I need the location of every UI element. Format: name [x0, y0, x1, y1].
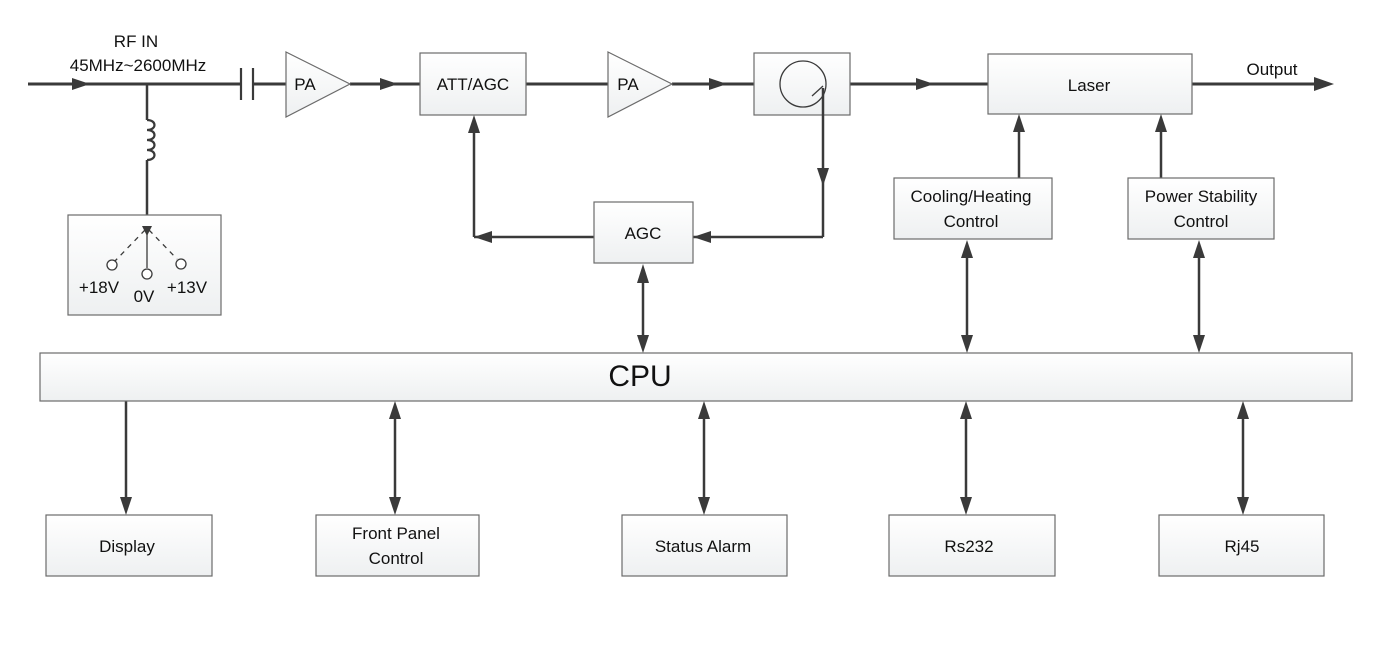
capacitor-icon — [239, 68, 255, 100]
rs232-label: Rs232 — [944, 537, 993, 556]
inductor-icon — [146, 118, 156, 162]
cpu-bidirectional-links — [120, 240, 1249, 515]
front-panel-control-block: Front Panel Control — [315, 514, 480, 577]
output-label: Output — [1246, 60, 1297, 79]
rf-in-label: RF IN — [114, 32, 158, 51]
pa-amplifier-1-label: PA — [294, 75, 316, 94]
rj45-label: Rj45 — [1225, 537, 1260, 556]
display-block: Display — [45, 514, 213, 577]
status-alarm-block: Status Alarm — [621, 514, 788, 577]
laser-control-links — [1013, 114, 1167, 178]
laser-label: Laser — [1068, 76, 1111, 95]
voltage-18v-label: +18V — [79, 278, 120, 297]
front-panel-label-line1: Front Panel — [352, 524, 440, 543]
att-agc-label: ATT/AGC — [437, 75, 509, 94]
rs232-block: Rs232 — [888, 514, 1056, 577]
laser-block: Laser — [987, 53, 1193, 115]
cooling-heating-label-line2: Control — [944, 212, 999, 231]
display-label: Display — [99, 537, 155, 556]
power-stability-control-block: Power Stability Control — [1127, 177, 1275, 240]
voltage-13v-label: +13V — [167, 278, 208, 297]
agc-label: AGC — [625, 224, 662, 243]
front-panel-label-line2: Control — [369, 549, 424, 568]
cpu-label: CPU — [608, 360, 671, 393]
coupler-block — [753, 52, 851, 116]
status-alarm-label: Status Alarm — [655, 537, 751, 556]
bias-network — [67, 84, 222, 316]
cooling-heating-label-line1: Cooling/Heating — [911, 187, 1032, 206]
power-stability-label-line1: Power Stability — [1145, 187, 1258, 206]
rj45-block: Rj45 — [1158, 514, 1325, 577]
pa-amplifier-1: PA — [285, 51, 352, 118]
rf-signal-path — [28, 77, 1334, 91]
rf-in-frequency-label: 45MHz~2600MHz — [70, 56, 207, 75]
cpu-block: CPU — [39, 352, 1353, 402]
pa-amplifier-2-label: PA — [617, 75, 639, 94]
pa-amplifier-2: PA — [607, 51, 674, 118]
att-agc-block: ATT/AGC — [419, 52, 527, 116]
agc-feedback-loop — [468, 88, 829, 243]
cooling-heating-control-block: Cooling/Heating Control — [893, 177, 1053, 240]
voltage-0v-label: 0V — [134, 287, 155, 306]
power-stability-label-line2: Control — [1174, 212, 1229, 231]
voltage-selector-box — [67, 214, 222, 316]
agc-block: AGC — [593, 201, 694, 264]
